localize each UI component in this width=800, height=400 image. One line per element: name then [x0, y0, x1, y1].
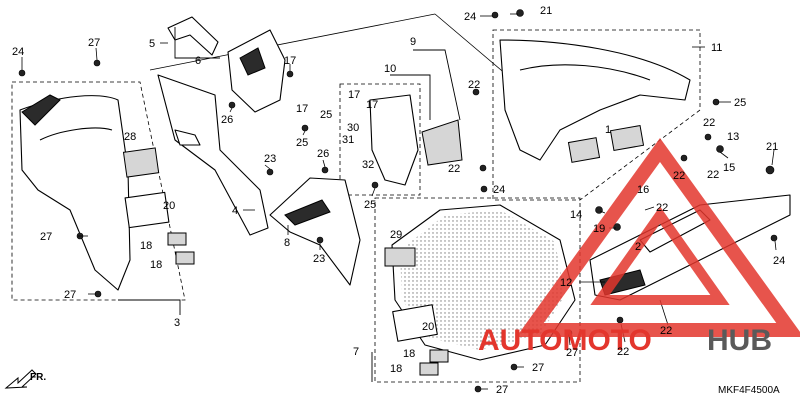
part-10-bracket-assembly [369, 94, 463, 186]
leader-lines [21, 13, 777, 390]
callout-12: 12 [560, 277, 572, 289]
callout-18-c: 18 [403, 348, 415, 360]
callout-27-d: 27 [532, 362, 544, 374]
assembly-box-lower-cowl [374, 197, 581, 383]
watermark-word-1: AUTOMOTO [478, 324, 652, 357]
callout-18-b: 18 [150, 259, 162, 271]
callout-19: 19 [593, 223, 605, 235]
callout-17-d: 17 [366, 99, 378, 111]
callout-2: 2 [635, 241, 641, 253]
callout-25-b: 25 [320, 109, 332, 121]
callout-10: 10 [384, 63, 396, 75]
callout-17-b: 17 [296, 103, 308, 115]
callout-25-c: 25 [364, 199, 376, 211]
callout-24-c: 24 [493, 184, 505, 196]
callout-8: 8 [284, 237, 290, 249]
callout-9: 9 [410, 36, 416, 48]
callout-24-d: 24 [773, 255, 785, 267]
callout-27-f: 27 [566, 347, 578, 359]
callout-labels: 24 27 28 20 18 18 27 27 3 5 6 17 17 26 2… [12, 5, 785, 396]
callout-18-a: 18 [140, 240, 152, 252]
callout-22-h: 22 [660, 325, 672, 337]
callout-22-g: 22 [617, 346, 629, 358]
callout-17-a: 17 [284, 55, 296, 67]
divider-line-top [149, 13, 436, 71]
callout-16: 16 [637, 184, 649, 196]
callout-3: 3 [174, 317, 180, 329]
callout-7: 7 [353, 346, 359, 358]
callout-24-a: 24 [12, 46, 24, 58]
callout-26-a: 26 [221, 114, 233, 126]
callout-30: 30 [347, 122, 359, 134]
callout-22-a: 22 [468, 79, 480, 91]
callout-22-b: 22 [703, 117, 715, 129]
part-4-inner-cowl [157, 74, 269, 236]
part-11-right-under-cowl [499, 39, 691, 163]
callout-23-b: 23 [313, 253, 325, 265]
watermark-word-2: HUB [707, 324, 772, 357]
callout-20-b: 20 [422, 321, 434, 333]
callout-4: 4 [232, 205, 238, 217]
callout-13: 13 [727, 131, 739, 143]
callout-29: 29 [390, 229, 402, 241]
callout-20-a: 20 [163, 200, 175, 212]
callout-27-c: 27 [64, 289, 76, 301]
callout-23-a: 23 [264, 153, 276, 165]
callout-31: 31 [342, 134, 354, 146]
callout-27-e: 27 [496, 384, 508, 396]
watermark-logo [516, 138, 800, 337]
direction-label: FR. [30, 372, 46, 383]
callout-18-d: 18 [390, 363, 402, 375]
assembly-box-bracket [339, 83, 421, 196]
callout-1: 1 [605, 124, 611, 136]
callout-26-b: 26 [317, 148, 329, 160]
callout-25-a: 25 [296, 137, 308, 149]
drawing-code: MKF4F4500A [718, 385, 780, 396]
callout-25-d: 25 [734, 97, 746, 109]
part-5-trim-piece [167, 16, 219, 56]
part-6-upper-bracket [227, 29, 286, 113]
callout-21-b: 21 [766, 141, 778, 153]
callout-21-a: 21 [540, 5, 552, 17]
part-8-inner-panel [269, 177, 361, 286]
callout-22-c: 22 [673, 170, 685, 182]
callout-5: 5 [149, 38, 155, 50]
callout-11: 11 [711, 42, 722, 54]
callout-22-d: 22 [707, 169, 719, 181]
callout-15: 15 [723, 162, 735, 174]
callout-6: 6 [195, 55, 201, 67]
callout-17-c: 17 [348, 89, 360, 101]
callout-14: 14 [570, 209, 582, 221]
callout-22-e: 22 [448, 163, 460, 175]
callout-28: 28 [124, 131, 136, 143]
callout-22-f: 22 [656, 202, 668, 214]
callout-27-b: 27 [40, 231, 52, 243]
front-direction-arrow: FR. [4, 369, 46, 389]
callout-32: 32 [362, 159, 374, 171]
callout-27-a: 27 [88, 37, 100, 49]
callout-24-b: 24 [464, 11, 476, 23]
part-3-left-middle-cowl [19, 94, 195, 291]
